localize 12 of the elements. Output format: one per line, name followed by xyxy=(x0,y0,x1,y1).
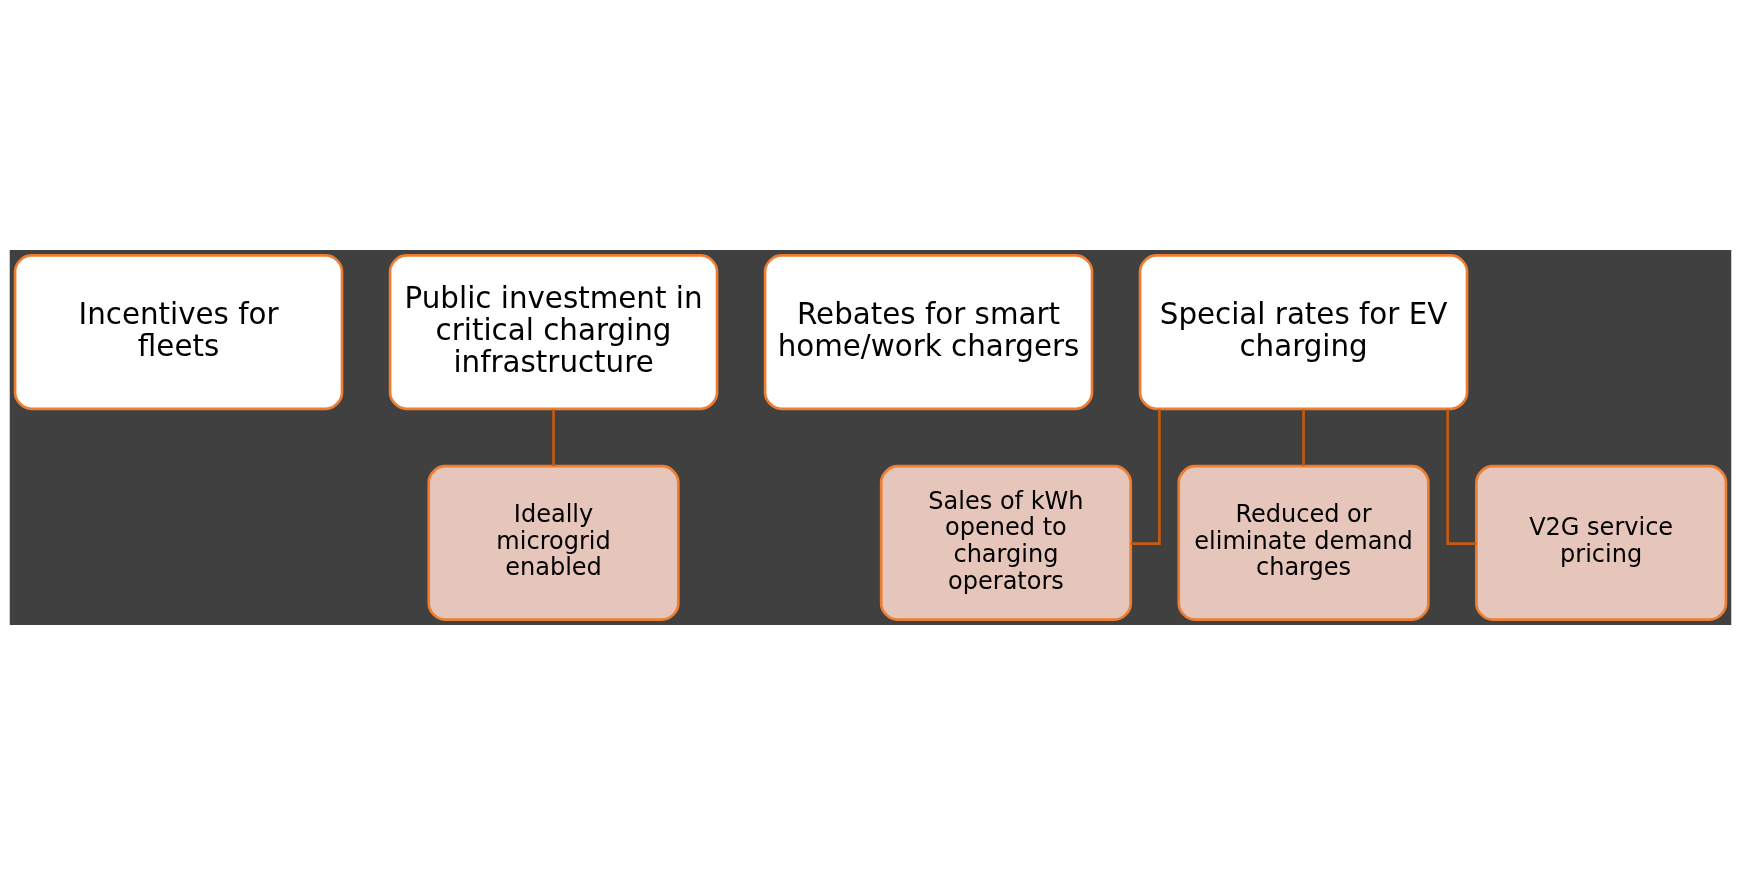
node-box: Sales of kWh opened to charging operators xyxy=(879,464,1133,621)
connector xyxy=(1302,408,1305,466)
node-box: Special rates for EV charging xyxy=(1138,253,1469,410)
node-box: Ideally microgrid enabled xyxy=(427,464,680,621)
connector xyxy=(1446,408,1477,545)
connector xyxy=(1130,408,1161,545)
node-box: Incentives for fleets xyxy=(13,253,344,410)
node-box: Rebates for smart home/work chargers xyxy=(763,253,1094,410)
node-box: V2G service pricing xyxy=(1475,464,1728,621)
node-box: Reduced or eliminate demand charges xyxy=(1177,464,1430,621)
connector xyxy=(552,408,555,466)
node-box: Public investment in critical charging infrastructure xyxy=(388,253,719,410)
